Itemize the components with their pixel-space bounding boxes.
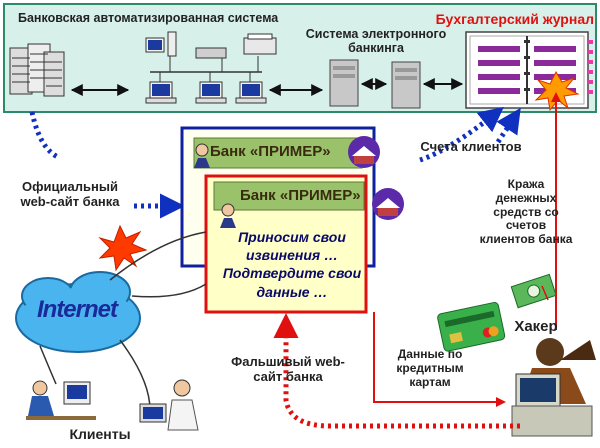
- theft-label: Кража денежных средств со счетов клиенто…: [479, 177, 573, 247]
- fake-site-arrow: [273, 313, 520, 429]
- card-data-label: Данные по кредитным картам: [396, 347, 464, 389]
- server-rack-icon: [9, 43, 65, 97]
- ebanking-server-icon: [391, 61, 421, 109]
- bank-manager-icon: [194, 143, 210, 168]
- official-site-arrow: [29, 111, 62, 161]
- workstation-icon: [195, 81, 227, 104]
- real-bank-title: Банк «ПРИМЕР»: [210, 143, 331, 160]
- computer-icon: [145, 31, 177, 57]
- bank-logo-icon: [348, 136, 380, 168]
- explosion-icon: [98, 224, 148, 272]
- ebanking-server-icon: [329, 59, 359, 107]
- workstation-icon: [235, 81, 267, 104]
- internet-cloud-icon: [15, 271, 141, 353]
- internet-label: Internet: [36, 296, 118, 323]
- client-person-icon: [139, 379, 199, 431]
- client-accounts-label: Счета клиентов: [420, 139, 522, 154]
- bank-logo-icon: [372, 188, 404, 220]
- client-person-icon: [26, 380, 96, 420]
- fake-site-message: Приносим свои извинения … Подтвердите св…: [222, 229, 362, 300]
- credit-card-icon: [437, 301, 506, 352]
- printer-icon: [243, 33, 277, 55]
- card-data-line: [373, 312, 506, 407]
- fake-site-label: Фальшивый web-сайт банка: [231, 354, 345, 384]
- clients-label: Клиенты: [69, 426, 131, 442]
- accounts-arrow: [419, 106, 504, 163]
- journal-label: Бухгалтерский журнал: [435, 11, 594, 27]
- banking-system-label: Банковская автоматизированная система: [18, 11, 279, 25]
- money-icon: [510, 273, 557, 309]
- hacker-icon: [511, 338, 596, 437]
- official-site-label: Официальный web-сайт банка: [20, 179, 120, 209]
- bank-manager-icon: [220, 203, 236, 228]
- fake-bank-title: Банк «ПРИМЕР»: [240, 187, 361, 204]
- workstation-icon: [145, 81, 177, 104]
- hacker-label: Хакер: [514, 318, 558, 335]
- switch-icon: [195, 47, 227, 59]
- journal-book-icon: [465, 31, 593, 109]
- ebanking-label: Система электронного банкинга: [305, 27, 447, 56]
